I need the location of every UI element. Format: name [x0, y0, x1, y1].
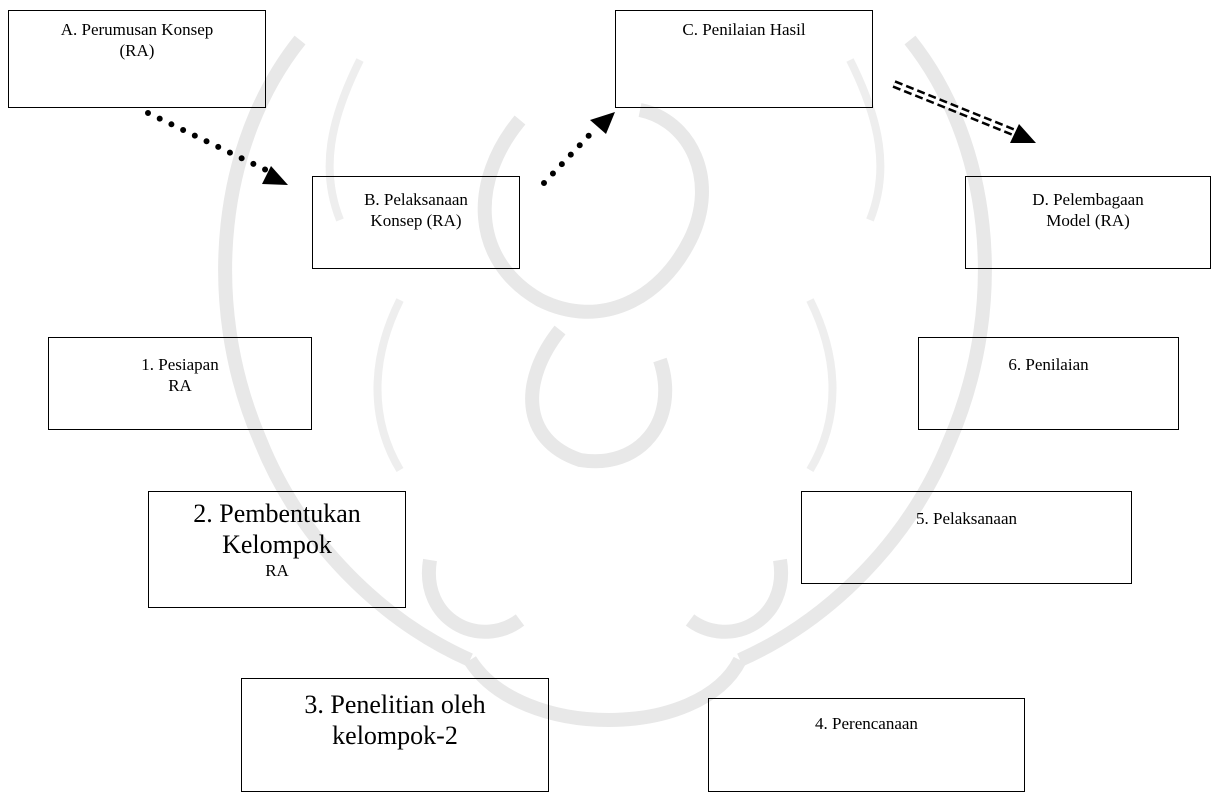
box-perumusan-konsep: A. Perumusan Konsep (RA): [8, 10, 266, 108]
box-2-line1: 2. Pembentukan: [193, 499, 361, 528]
box-a-line2: (RA): [119, 41, 155, 61]
box-2-line2: Kelompok: [222, 530, 332, 560]
box-b-line2: Konsep (RA): [370, 211, 462, 231]
box-step-1-pesiapan: 1. Pesiapan RA: [48, 337, 312, 430]
box-penilaian-hasil: C. Penilaian Hasil: [615, 10, 873, 108]
box-6-line1: 6. Penilaian: [1008, 355, 1089, 374]
arrow-c-to-d: [892, 80, 1036, 143]
box-step-5-pelaksanaan: 5. Pelaksanaan: [801, 491, 1132, 584]
box-b-line1: B. Pelaksanaan: [364, 190, 468, 209]
box-step-3-penelitian: 3. Penelitian oleh kelompok-2: [241, 678, 549, 792]
box-3-line1: 3. Penelitian oleh: [304, 690, 486, 719]
box-step-6-penilaian: 6. Penilaian: [918, 337, 1179, 430]
box-step-2-pembentukan-kelompok: 2. Pembentukan Kelompok RA: [148, 491, 406, 608]
box-pelembagaan-model: D. Pelembagaan Model (RA): [965, 176, 1211, 269]
box-5-line1: 5. Pelaksanaan: [915, 509, 1018, 528]
box-1-line1: 1. Pesiapan: [141, 355, 219, 374]
box-d-line1: D. Pelembagaan: [1032, 190, 1144, 209]
box-3-line2: kelompok-2: [332, 721, 458, 751]
box-c-line1: C. Penilaian Hasil: [682, 20, 806, 39]
box-1-line2: RA: [168, 376, 192, 396]
arrow-b-to-c: [541, 112, 615, 186]
box-2-line3: RA: [265, 561, 289, 581]
box-4-line1: 4. Perencanaan: [815, 714, 918, 733]
box-pelaksanaan-konsep: B. Pelaksanaan Konsep (RA): [312, 176, 520, 269]
box-d-line2: Model (RA): [1046, 211, 1130, 231]
arrow-a-to-b: [145, 110, 288, 185]
box-a-line1: A. Perumusan Konsep: [60, 20, 214, 39]
box-step-4-perencanaan: 4. Perencanaan: [708, 698, 1025, 792]
